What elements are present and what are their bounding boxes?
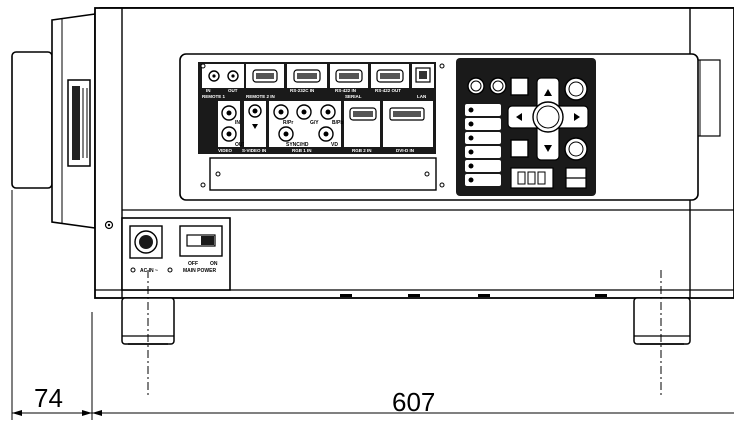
- ac-in-label: AC IN ~: [140, 268, 158, 274]
- main-power-label: MAIN POWER: [183, 268, 216, 274]
- connector-panel: IN OUT REMOTE 1 REMOTE 2 IN RS-232C IN R…: [179, 53, 699, 201]
- option-slot-cover: [209, 157, 437, 191]
- svg-text:OUT: OUT: [235, 142, 246, 148]
- dimension-607: 607: [392, 387, 435, 417]
- label-lan: LAN: [417, 94, 426, 99]
- label-in: IN: [206, 88, 211, 93]
- label-rs422-out: RS-422 OUT: [375, 88, 401, 93]
- dimension-74: 74: [34, 383, 63, 413]
- svg-text:SYNC/HD: SYNC/HD: [286, 142, 309, 148]
- svg-text:VD: VD: [331, 142, 338, 148]
- label-rs232c: RS-232C IN: [290, 88, 314, 93]
- label-rgb2: RGB 2 IN: [352, 148, 372, 153]
- label-rgb1: RGB 1 IN: [292, 148, 312, 153]
- label-rs422-in: RS-422 IN: [335, 88, 356, 93]
- label-serial: SERIAL: [345, 94, 362, 99]
- dimension-lines: [11, 190, 734, 420]
- switch-on-label: ON: [210, 261, 218, 267]
- svg-text:G/Y: G/Y: [310, 120, 319, 126]
- switch-off-label: OFF: [188, 261, 198, 267]
- label-svideo: S-VIDEO IN: [242, 148, 266, 153]
- label-remote2: REMOTE 2 IN: [246, 94, 275, 99]
- feet: [121, 270, 691, 395]
- svg-text:R/Pr: R/Pr: [283, 120, 293, 126]
- label-dvi: DVI-D IN: [396, 148, 414, 153]
- label-video: VIDEO: [218, 148, 233, 153]
- lens-assembly: [11, 13, 96, 229]
- label-remote1: REMOTE 1: [202, 94, 226, 99]
- svg-text:IN: IN: [235, 120, 240, 126]
- svg-text:B/Pb: B/Pb: [332, 120, 343, 126]
- label-out: OUT: [228, 88, 238, 93]
- power-section: AC IN ~ OFF ON MAIN POWER: [121, 217, 231, 291]
